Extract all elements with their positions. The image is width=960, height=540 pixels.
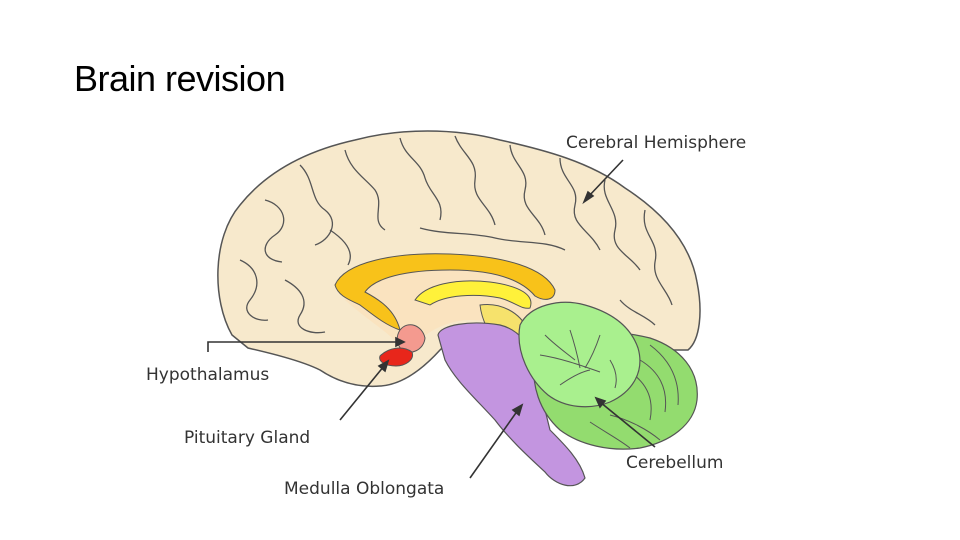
- label-cerebral-hemisphere: Cerebral Hemisphere: [566, 133, 746, 153]
- cerebellum-front: [518, 301, 641, 408]
- label-pituitary-gland: Pituitary Gland: [184, 428, 310, 448]
- slide-title: Brain revision: [74, 58, 286, 99]
- brainstem: [437, 322, 586, 487]
- leader-lines: [207, 159, 656, 479]
- arbor-vitae: [539, 329, 617, 389]
- corpus-callosum: [334, 253, 556, 331]
- cerebral-folds: [239, 135, 673, 334]
- label-cerebellum: Cerebellum: [626, 453, 723, 473]
- label-hypothalamus: Hypothalamus: [146, 365, 269, 385]
- label-medulla-oblongata: Medulla Oblongata: [284, 479, 444, 499]
- fornix: [414, 280, 532, 309]
